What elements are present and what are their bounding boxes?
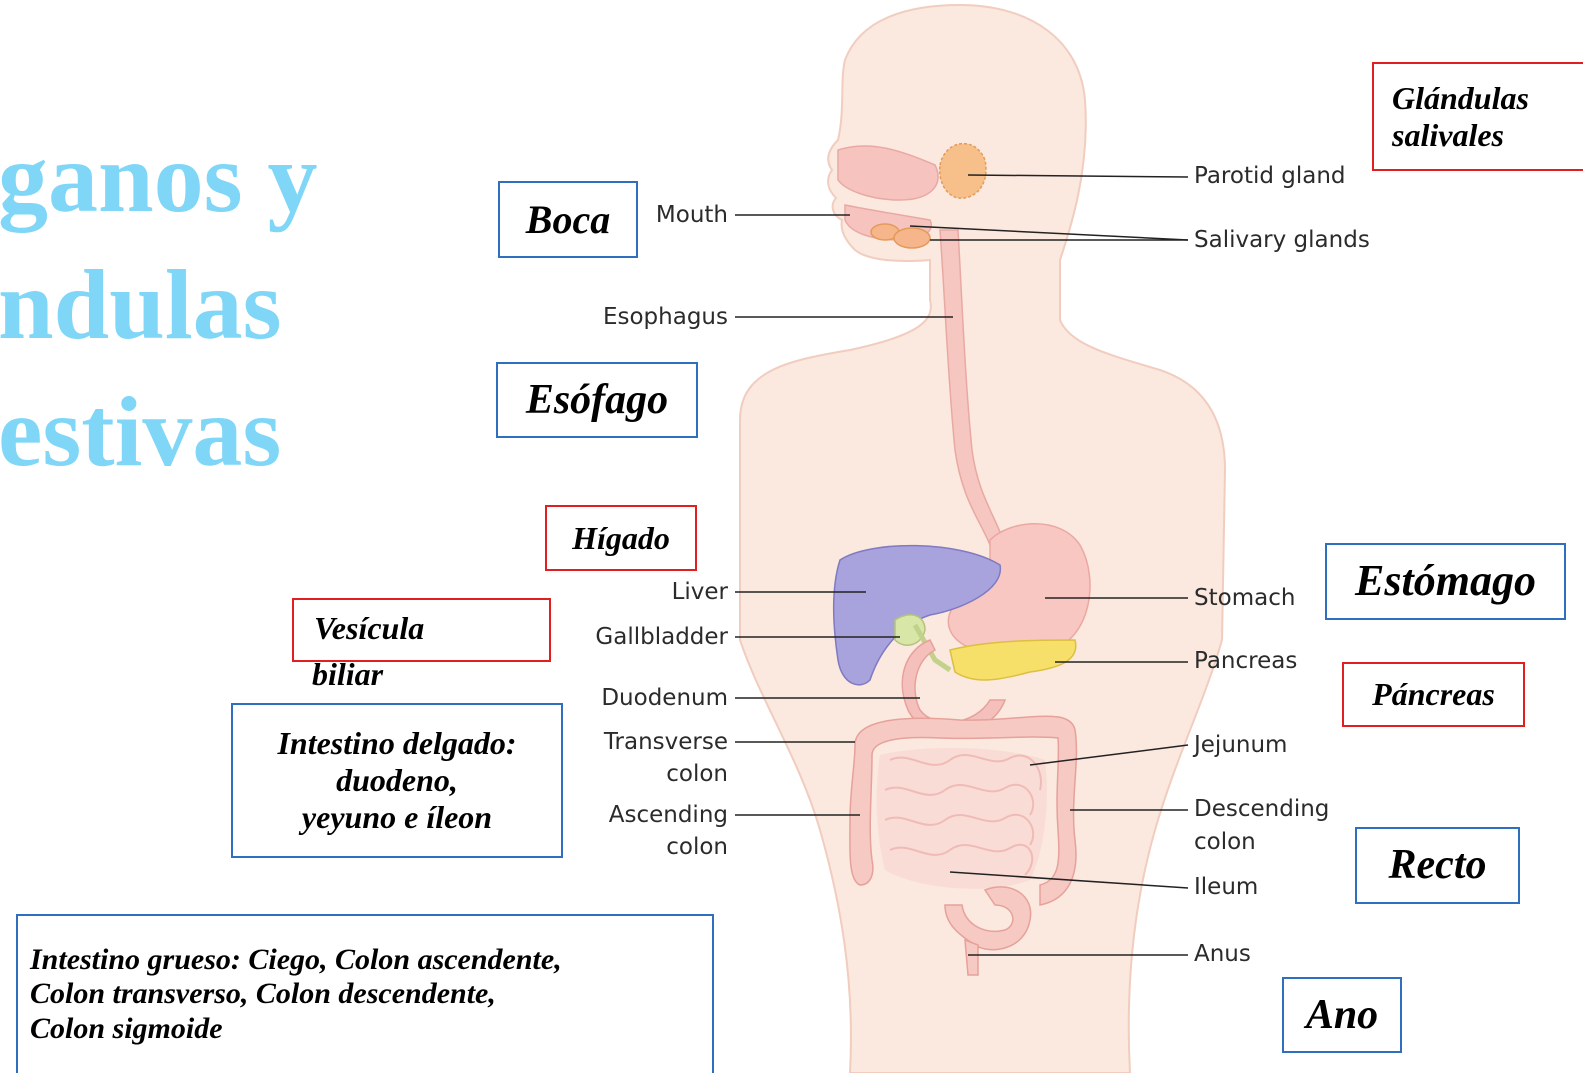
box-higado: Hígado <box>545 505 697 571</box>
box-glandulas-salivales: Glándulas salivales <box>1372 62 1583 171</box>
box-higado-text: Hígado <box>572 520 670 557</box>
label-pancreas: Pancreas <box>1194 645 1297 677</box>
label-salivary-glands: Salivary glands <box>1194 224 1370 256</box>
box-vesicula-line-1: Vesícula <box>314 610 424 646</box>
box-boca: Boca <box>498 181 638 258</box>
box-glandulas-line-1: Glándulas <box>1392 80 1529 117</box>
box-ano-text: Ano <box>1306 991 1378 1039</box>
box-intestino-grueso-line-2: Colon transverso, Colon descendente, <box>30 977 496 1012</box>
box-intestino-grueso-line-1: Intestino grueso: Ciego, Colon ascendent… <box>30 943 562 978</box>
label-anus: Anus <box>1194 938 1251 970</box>
small-intestine-fill <box>877 748 1047 889</box>
label-transverse-colon-2: colon <box>568 758 728 790</box>
box-ano: Ano <box>1282 977 1402 1053</box>
box-intestino-grueso: Intestino grueso: Ciego, Colon ascendent… <box>16 914 714 1073</box>
box-intestino-delgado-line-2: duodeno, <box>336 762 458 799</box>
box-pancreas: Páncreas <box>1342 662 1525 727</box>
box-intestino-delgado-line-1: Intestino delgado: <box>277 725 516 762</box>
label-parotid-gland: Parotid gland <box>1194 160 1346 192</box>
salivary-gland-b <box>894 228 930 248</box>
box-pancreas-text: Páncreas <box>1372 676 1495 713</box>
label-ileum: Ileum <box>1194 871 1258 903</box>
label-ascending-colon-1: Ascending <box>568 799 728 831</box>
box-vesicula-line-2: biliar <box>312 656 383 692</box>
box-estomago-text: Estómago <box>1355 556 1536 607</box>
label-ascending-colon-2: colon <box>568 831 728 863</box>
label-transverse-colon-1: Transverse <box>568 726 728 758</box>
label-liver: Liver <box>628 576 728 608</box>
box-glandulas-line-2: salivales <box>1392 117 1504 154</box>
box-intestino-grueso-line-3: Colon sigmoide <box>30 1012 223 1047</box>
label-duodenum: Duodenum <box>568 682 728 714</box>
box-intestino-delgado-line-3: yeyuno e íleon <box>302 799 492 836</box>
box-esofago: Esófago <box>496 362 698 438</box>
box-intestino-delgado: Intestino delgado: duodeno, yeyuno e íle… <box>231 703 563 858</box>
box-esofago-text: Esófago <box>526 376 668 424</box>
label-esophagus: Esophagus <box>568 301 728 333</box>
parotid-gland <box>940 144 986 199</box>
box-estomago: Estómago <box>1325 543 1566 620</box>
label-mouth: Mouth <box>628 199 728 231</box>
label-gallbladder: Gallbladder <box>568 621 728 653</box>
anal-canal <box>965 940 978 975</box>
box-boca-text: Boca <box>526 197 610 243</box>
label-jejunum: Jejunum <box>1194 729 1287 761</box>
label-stomach: Stomach <box>1194 582 1295 614</box>
box-recto: Recto <box>1355 827 1520 904</box>
box-recto-text: Recto <box>1389 841 1487 889</box>
label-descending-colon-1: Descending <box>1194 793 1329 825</box>
label-descending-colon-2: colon <box>1194 826 1256 858</box>
